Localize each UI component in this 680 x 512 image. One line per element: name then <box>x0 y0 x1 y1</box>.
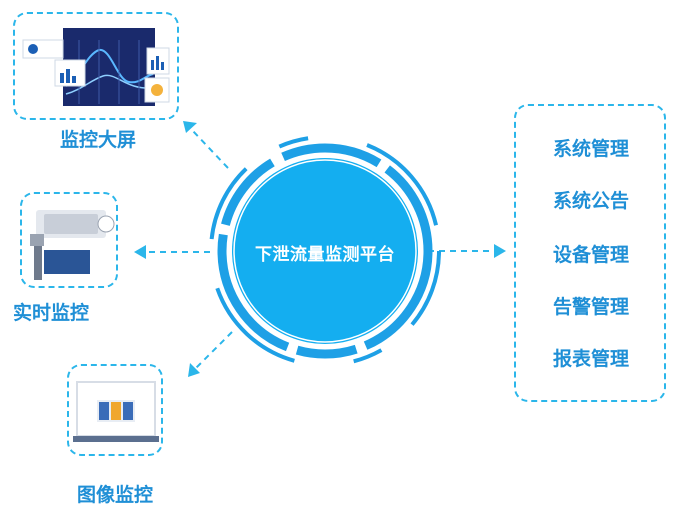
security-camera-icon <box>30 210 115 280</box>
menu-item-announcement[interactable]: 系统公告 <box>552 190 629 212</box>
big-screen-label[interactable]: 监控大屏 <box>60 129 137 151</box>
menu-item-alarm[interactable]: 告警管理 <box>552 296 629 318</box>
image-label[interactable]: 图像监控 <box>77 484 154 506</box>
menu-item-system[interactable]: 系统管理 <box>552 138 629 160</box>
menu-item-report[interactable]: 报表管理 <box>552 348 629 370</box>
menu-item-device[interactable]: 设备管理 <box>552 244 629 266</box>
arrow-to-image <box>195 331 233 369</box>
center-title: 下泄流量监测平台 <box>255 245 395 265</box>
monitor-gallery-icon <box>73 381 159 442</box>
management-panel: 系统管理 系统公告 设备管理 告警管理 报表管理 <box>514 104 666 402</box>
center-circle <box>209 135 441 367</box>
realtime-card[interactable] <box>20 192 118 288</box>
arrow-to-big-screen <box>191 129 229 169</box>
dashboard-screen-icon <box>22 28 170 106</box>
realtime-label[interactable]: 实时监控 <box>13 302 90 324</box>
image-card[interactable] <box>67 364 163 456</box>
big-screen-card[interactable] <box>13 12 179 120</box>
